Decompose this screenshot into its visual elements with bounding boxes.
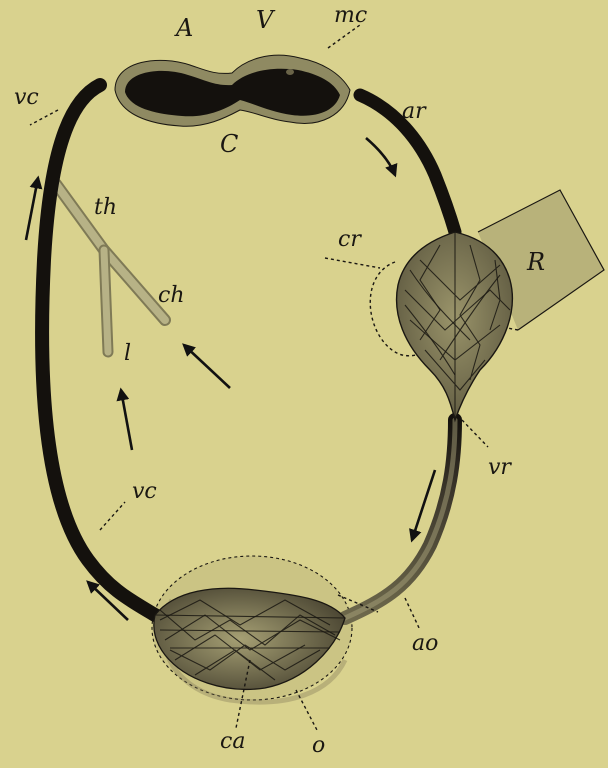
label-C: C [220,130,238,158]
arrow-to-lymph [184,345,230,388]
label-V: V [256,6,276,34]
label-o: o [312,733,325,758]
kidney-capillaries [397,232,513,420]
label-ar: ar [402,99,427,124]
label-A: A [174,14,193,42]
label-l: l [124,341,131,366]
arrow-to-kidney [366,138,395,175]
label-ao: ao [412,631,438,656]
label-mc: mc [334,3,367,28]
label-ca: ca [220,729,245,754]
label-cr: cr [338,227,362,252]
label-vr: vr [488,455,512,480]
label-ch: ch [158,283,185,308]
label-R: R [526,248,545,276]
arrow-up-lymph [121,390,132,450]
heart [115,55,350,126]
label-vc-top: vc [14,85,39,110]
label-vc-bottom: vc [132,479,157,504]
arrow-up-left [26,178,38,240]
label-th: th [94,195,117,220]
